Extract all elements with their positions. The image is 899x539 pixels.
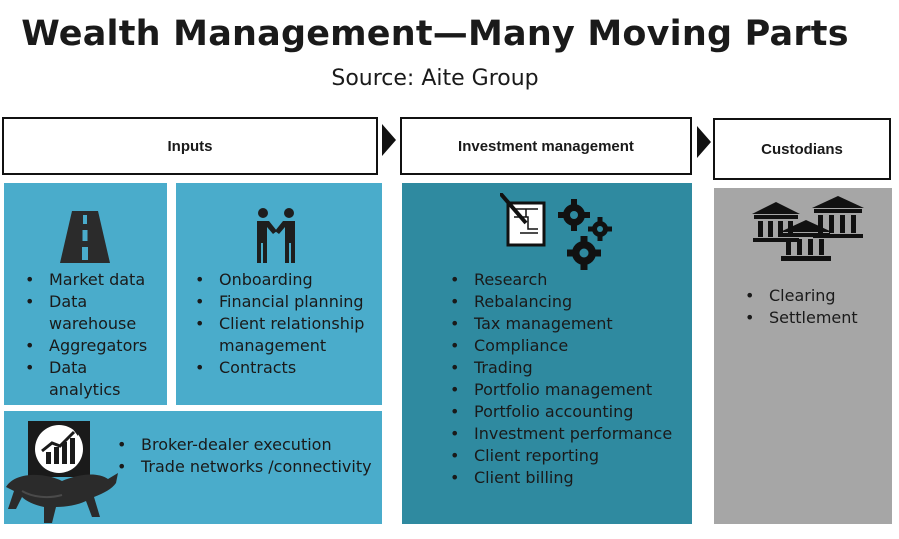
inputs-data-list: Market data Data warehouse Aggregators D…	[22, 269, 162, 401]
list-item: Client billing	[447, 467, 687, 489]
diagram-title: Wealth Management—Many Moving Parts	[21, 14, 849, 54]
list-item: Settlement	[742, 307, 890, 329]
diagram-subtitle: Source: Aite Group	[331, 66, 539, 91]
list-item: Data analytics	[22, 357, 162, 401]
panel-custodians: Clearing Settlement	[714, 188, 892, 524]
list-item: Rebalancing	[447, 291, 687, 313]
header-investment-label: Investment management	[458, 137, 634, 155]
list-item: Market data	[22, 269, 162, 291]
header-investment: Investment management	[400, 117, 692, 175]
header-inputs: Inputs	[2, 117, 378, 175]
list-item: Onboarding	[192, 269, 377, 291]
panel-investment: Research Rebalancing Tax management Comp…	[402, 183, 692, 524]
header-inputs-label: Inputs	[167, 137, 213, 155]
header-custodians: Custodians	[713, 118, 891, 180]
bank-buildings-icon	[752, 196, 864, 261]
panel-inputs-broker: Broker-dealer execution Trade networks /…	[4, 411, 382, 524]
list-item: Client relationship management	[192, 313, 377, 357]
list-item: Broker-dealer execution	[114, 434, 379, 456]
list-item: Contracts	[192, 357, 377, 379]
list-item: Portfolio management	[447, 379, 687, 401]
list-item: Investment performance	[447, 423, 687, 445]
list-item: Aggregators	[22, 335, 162, 357]
list-item: Compliance	[447, 335, 687, 357]
panel-inputs-data: Market data Data warehouse Aggregators D…	[4, 183, 167, 405]
inputs-broker-list: Broker-dealer execution Trade networks /…	[114, 434, 379, 478]
road-icon	[60, 211, 110, 263]
header-custodians-label: Custodians	[761, 140, 843, 158]
list-item: Research	[447, 269, 687, 291]
handshake-icon	[257, 208, 295, 263]
list-item: Portfolio accounting	[447, 401, 687, 423]
arrow-investment-to-custodians	[697, 126, 711, 158]
arrow-inputs-to-investment	[382, 124, 396, 156]
list-item: Clearing	[742, 285, 890, 307]
inputs-client-list: Onboarding Financial planning Client rel…	[192, 269, 377, 379]
investment-list: Research Rebalancing Tax management Comp…	[447, 269, 687, 489]
blueprint-gears-icon	[500, 193, 612, 270]
list-item: Trading	[447, 357, 687, 379]
panel-inputs-client: Onboarding Financial planning Client rel…	[176, 183, 382, 405]
list-item: Client reporting	[447, 445, 687, 467]
bull-bear-icon	[6, 473, 118, 523]
growth-chart-icon	[28, 421, 90, 477]
custodians-list: Clearing Settlement	[742, 285, 890, 329]
list-item: Trade networks /connectivity	[114, 456, 379, 478]
list-item: Tax management	[447, 313, 687, 335]
list-item: Financial planning	[192, 291, 377, 313]
list-item: Data warehouse	[22, 291, 162, 335]
